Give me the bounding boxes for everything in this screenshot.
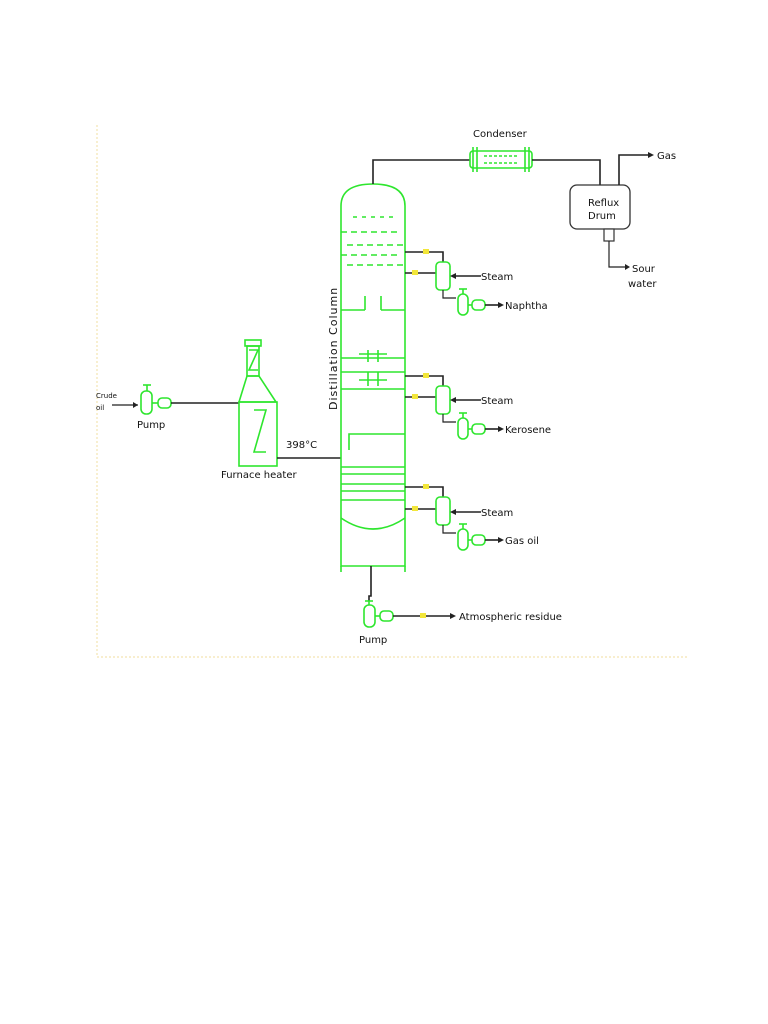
kerosene-stripper (435, 385, 451, 415)
gas-outlet-line (618, 152, 654, 185)
condenser (469, 147, 533, 172)
kerosene-pump (442, 412, 486, 440)
condenser-to-drum-line (532, 159, 601, 185)
steam-label-3: Steam (481, 508, 513, 519)
feed-pump-label: Pump (137, 420, 165, 431)
sour-water-label-line2: water (628, 279, 657, 290)
column-bottoms-line (368, 566, 372, 601)
atmospheric-residue-line (393, 613, 456, 619)
distillation-column (340, 183, 406, 572)
temperature-label: 398°C (286, 440, 317, 451)
diagram-frame (96, 125, 688, 658)
crude-oil-label-line2: oil (96, 404, 104, 412)
naphtha-stripper (435, 261, 451, 291)
overhead-vapor-line (372, 159, 470, 184)
kerosene-draw-line (405, 373, 444, 399)
furnace-heater-label: Furnace heater (221, 470, 297, 481)
gas-oil-draw-line (405, 484, 444, 511)
naphtha-pump (442, 288, 486, 316)
crude-oil-label-line1: Crude (96, 392, 117, 400)
kerosene-label: Kerosene (505, 425, 551, 436)
reflux-drum-label-line1: Reflux (588, 198, 619, 209)
furnace-heater (237, 339, 278, 467)
steam-inlet-2 (450, 397, 481, 403)
condenser-label: Condenser (473, 129, 528, 140)
gas-oil-outlet-line (485, 537, 504, 543)
naphtha-label: Naphtha (505, 301, 548, 312)
crude-feed-line (112, 402, 138, 408)
gas-oil-label: Gas oil (505, 536, 539, 547)
feed-pump (140, 384, 172, 415)
gas-label: Gas (657, 151, 676, 162)
sour-water-label-line1: Sour (632, 264, 656, 275)
bottoms-pump (363, 600, 394, 628)
bottoms-pump-label: Pump (359, 635, 387, 646)
kerosene-outlet-line (485, 426, 504, 432)
steam-label-1: Steam (481, 272, 513, 283)
sour-water-line (608, 241, 630, 270)
steam-label-2: Steam (481, 396, 513, 407)
distillation-column-label: Distillation Column (327, 287, 340, 410)
naphtha-draw-line (405, 249, 444, 275)
steam-inlet-3 (450, 509, 481, 515)
reflux-drum-label-line2: Drum (588, 211, 616, 222)
atmospheric-residue-label: Atmospheric residue (459, 612, 562, 623)
steam-inlet-1 (450, 273, 481, 279)
naphtha-outlet-line (485, 302, 504, 308)
gas-oil-pump (442, 523, 486, 551)
reflux-drum (569, 184, 631, 242)
gas-oil-stripper (435, 496, 451, 526)
